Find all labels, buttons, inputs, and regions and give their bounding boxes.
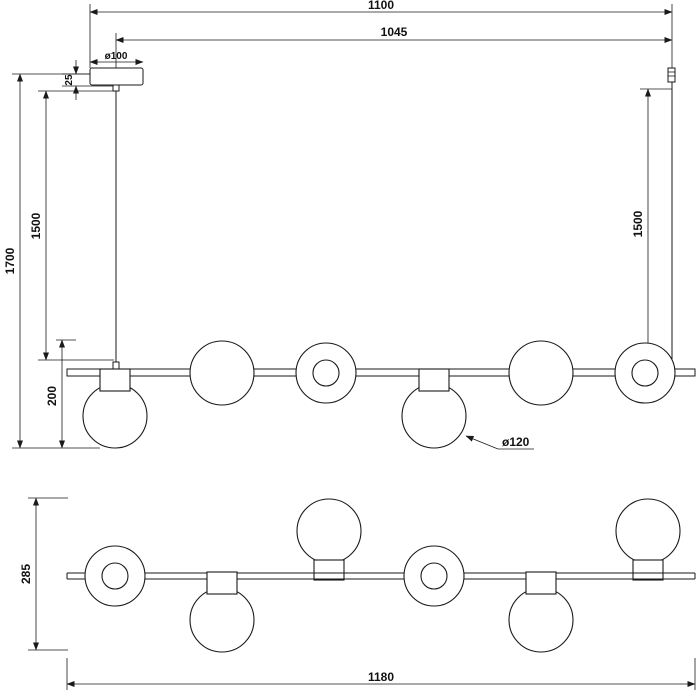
top-bar xyxy=(66,572,696,580)
dimension-height-total: 1700 xyxy=(3,73,100,449)
dimension-cable-left: 1500 xyxy=(29,90,113,361)
globe-front-6-end-view xyxy=(614,342,676,404)
dimension-drop: 200 xyxy=(38,339,114,449)
label-cable-left: 1500 xyxy=(29,212,43,239)
dimension-bar-length: 1180 xyxy=(66,658,696,690)
globe-front-3-end-view xyxy=(295,342,357,404)
label-drop: 200 xyxy=(45,386,59,406)
dimension-width-total: 1100 xyxy=(89,0,673,68)
globe-top-4-ring xyxy=(403,545,465,607)
label-globe-diameter: ø120 xyxy=(502,435,530,449)
label-cable-right: 1500 xyxy=(631,210,645,237)
dimension-depth: 285 xyxy=(19,497,68,651)
cable-right: 1500 xyxy=(631,67,676,369)
globe-front-5 xyxy=(508,340,574,406)
globe-front-1-hanging xyxy=(82,368,148,449)
globe-top-2 xyxy=(189,571,255,653)
label-depth: 285 xyxy=(19,564,33,584)
top-view: 285 xyxy=(19,497,696,690)
label-width-total: 1100 xyxy=(368,0,394,12)
front-bar xyxy=(66,368,696,377)
globe-front-2 xyxy=(189,340,255,406)
globe-top-1-ring xyxy=(84,545,146,607)
label-bar-length: 1180 xyxy=(368,670,394,684)
globe-top-6 xyxy=(615,498,681,581)
label-width-inner: 1045 xyxy=(381,25,408,39)
dimension-globe-diameter: ø120 xyxy=(465,435,534,450)
label-canopy-diameter: ø100 xyxy=(105,51,128,62)
canopy: ø100 xyxy=(89,51,144,92)
dimension-width-inner: 1045 xyxy=(115,25,673,68)
front-view: 1100 1045 ø100 25 1700 xyxy=(3,0,696,450)
globe-top-3 xyxy=(296,498,362,581)
label-canopy-height: 25 xyxy=(64,74,75,86)
globe-top-5 xyxy=(508,571,574,653)
label-height-total: 1700 xyxy=(3,247,17,274)
cable-clamp-left xyxy=(112,361,120,370)
globe-front-4-hanging xyxy=(401,368,467,449)
